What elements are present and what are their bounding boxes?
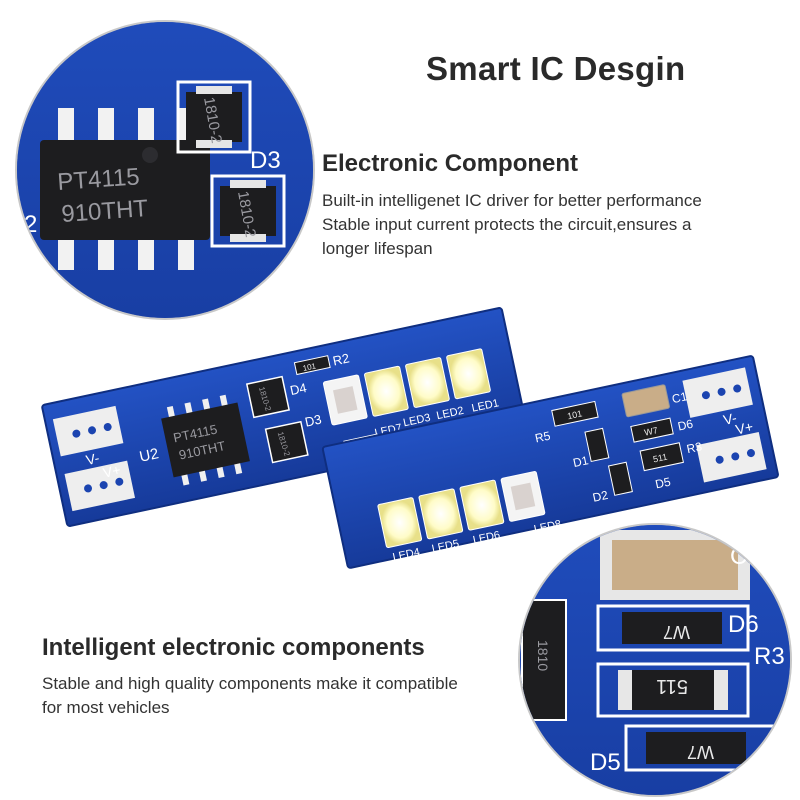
board2-led8-label: LED8 xyxy=(533,518,562,535)
section-heading-intelligent-components: Intelligent electronic components xyxy=(42,634,425,661)
board2-d2-label: D2 xyxy=(591,488,609,505)
zoom-circle-bottom: C1 W7 D6 511 R3 W7 D5 1810 xyxy=(518,523,792,797)
d3-label-zoom: D3 xyxy=(250,147,281,174)
board2-d5-label: D5 xyxy=(654,475,672,492)
board2-r3-label: R3 xyxy=(685,439,703,456)
zoom-circle-top: PT4115 910THT 1810-2 D3 1810-2 2 xyxy=(15,20,315,320)
board1-r2-code: 101 xyxy=(302,361,317,373)
section-heading-electronic-component: Electronic Component xyxy=(322,150,579,177)
board1-vplus-label: V+ xyxy=(101,461,121,480)
ic-chip-zoom xyxy=(40,140,210,240)
section1-line-3: longer lifespan xyxy=(322,239,433,258)
board1-u2-label: U2 xyxy=(138,445,160,466)
board2-r5-code: 101 xyxy=(566,408,583,421)
board1-r2-label: R2 xyxy=(331,350,350,368)
board2-511-code: 511 xyxy=(652,452,668,465)
pcb-board-2: V- V+ C1 101 R5 W7 D6 511 R3 D5 D1 D2 LE… xyxy=(321,355,779,569)
board2-d1-label: D1 xyxy=(572,453,590,470)
section-description-1: Built-in intelligenet IC driver for bett… xyxy=(322,189,782,261)
d6-label-zoom: D6 xyxy=(728,611,759,638)
section1-line-1: Built-in intelligenet IC driver for bett… xyxy=(322,191,702,210)
board1-d3-label: D3 xyxy=(303,412,322,430)
ic-code-zoom: 910THT xyxy=(61,195,150,228)
r3-label-zoom: R3 xyxy=(754,643,785,670)
section-description-2: Stable and high quality components make … xyxy=(42,672,522,720)
pcb-board-1: V- V+ U2 PT4115 910THT 1810-2 1810-2 D4 … xyxy=(41,307,528,527)
res511-code-zoom: 511 xyxy=(656,675,688,697)
board2-vplus-label: V+ xyxy=(734,418,754,437)
board1-ic-chip xyxy=(161,402,250,478)
w7-code-zoom-1: W7 xyxy=(663,622,690,642)
c1-label-zoom: C1 xyxy=(730,543,761,570)
board2-led6-label: LED6 xyxy=(472,529,501,546)
board1-vminus-label: V- xyxy=(84,450,101,468)
board2-vminus-label: V- xyxy=(722,409,739,427)
page-title: Smart IC Desgin xyxy=(426,50,686,87)
ic-label-zoom: PT4115 xyxy=(57,163,141,196)
board2-c1-label: C1 xyxy=(671,389,689,406)
section1-line-2: Stable input current protects the circui… xyxy=(322,215,692,234)
board2-r5-label: R5 xyxy=(534,428,552,445)
section2-line-2: for most vehicles xyxy=(42,698,170,717)
w7-code-zoom-2: W7 xyxy=(687,742,714,762)
board1-d4-label: D4 xyxy=(289,380,308,398)
side-mark-zoom: 1810 xyxy=(535,640,551,671)
board2-w7-code: W7 xyxy=(643,425,658,438)
board2-d6-label: D6 xyxy=(676,417,694,434)
board2-led4-label: LED4 xyxy=(392,546,421,563)
board2-led5-label: LED5 xyxy=(431,538,460,555)
d5-label-zoom: D5 xyxy=(590,749,621,776)
section2-line-1: Stable and high quality components make … xyxy=(42,674,458,693)
